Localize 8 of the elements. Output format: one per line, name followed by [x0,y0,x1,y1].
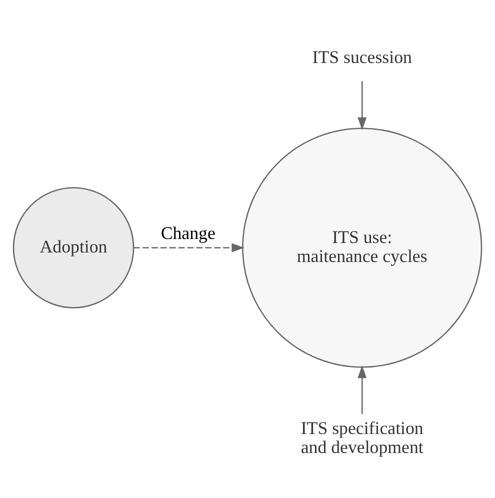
edge-label: Change [160,223,216,244]
node-text: ITS specification and development [300,418,424,457]
node-circle: ITS use: maitenance cycles [242,128,482,368]
arrow [134,243,244,252]
arrow [358,81,367,130]
arrow [358,365,367,414]
node-circle: Adoption [12,187,134,308]
node-text: ITS sucession [312,46,412,67]
